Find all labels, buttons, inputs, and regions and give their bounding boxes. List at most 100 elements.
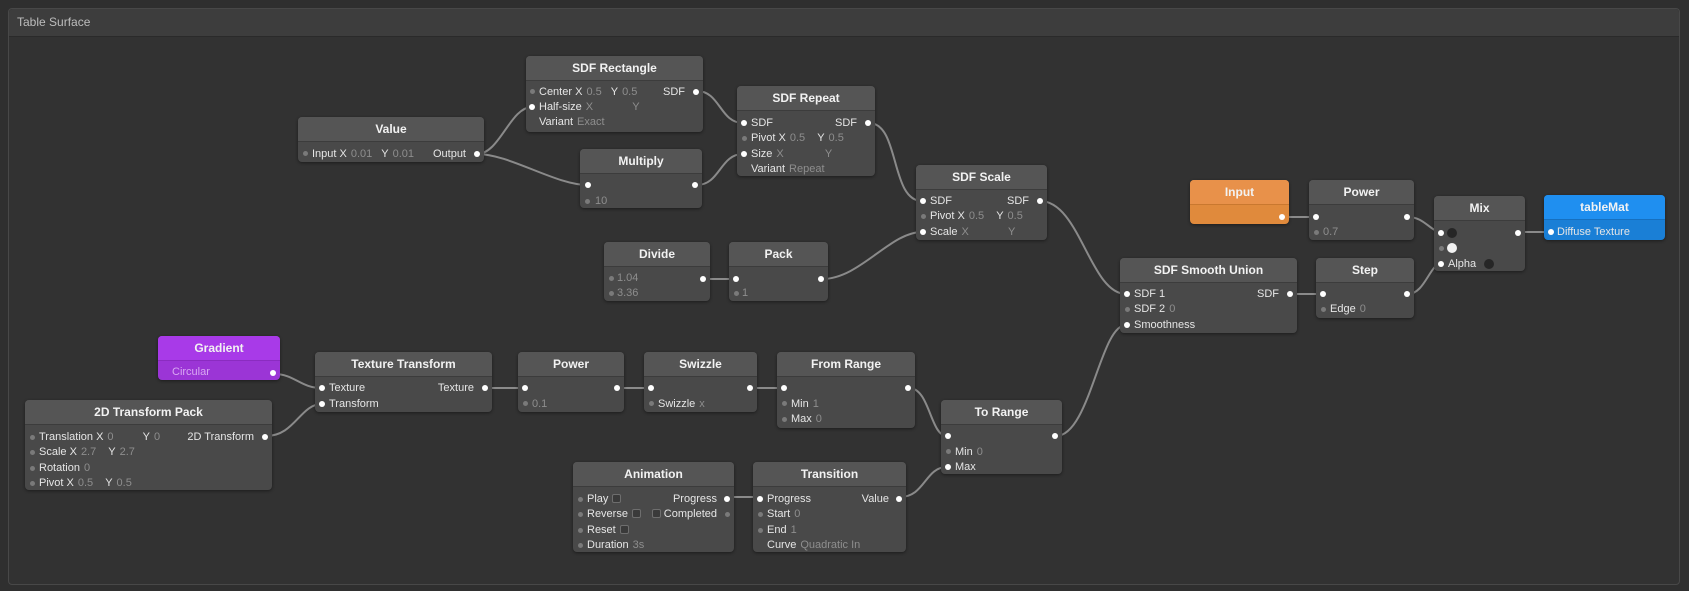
output-port-value[interactable] [896,496,902,502]
input-port-a[interactable] [1438,230,1444,236]
output-port[interactable] [1404,214,1410,220]
divide-node[interactable]: Divide 1.04 3.36 [604,242,710,301]
input-port-reverse[interactable] [578,512,583,517]
input-port[interactable] [781,385,787,391]
input-port-pivot[interactable] [30,481,35,486]
multiplier-value[interactable]: 10 [595,195,608,207]
input-port-play[interactable] [578,497,583,502]
output-port[interactable] [474,151,480,157]
input-port-transform[interactable] [319,401,325,407]
input-port-max[interactable] [945,464,951,470]
exponent-value[interactable]: 0.1 [532,398,548,410]
input-port-base[interactable] [1313,214,1319,220]
input-port-b[interactable] [609,291,614,296]
gradient-node[interactable]: Gradient Circular [158,336,280,380]
input-port-progress[interactable] [757,496,763,502]
reverse-checkbox[interactable] [631,509,641,518]
input-port[interactable] [945,433,951,439]
input-port-start[interactable] [758,512,763,517]
input-port-exponent[interactable] [1314,230,1319,235]
output-port[interactable] [614,385,620,391]
output-port[interactable] [818,276,824,282]
input-port-half-size[interactable] [529,104,535,110]
input-port-pivot[interactable] [921,214,926,219]
output-port[interactable] [262,434,268,440]
output-port-sdf[interactable] [1037,198,1043,204]
output-port[interactable] [1279,214,1285,220]
input-port-duration[interactable] [578,543,583,548]
output-port[interactable] [1515,230,1521,236]
input-port-b[interactable] [734,291,739,296]
texture-transform-node[interactable]: Texture Transform Texture Texture Transf… [315,352,492,412]
input-port-end[interactable] [758,528,763,533]
input-port-alpha[interactable] [1438,261,1444,267]
gradient-type[interactable]: Circular [172,366,210,378]
alpha-swatch[interactable] [1484,259,1494,269]
output-port-texture[interactable] [482,385,488,391]
output-port[interactable] [692,182,698,188]
input-port[interactable] [648,385,654,391]
input-port-sdf[interactable] [741,120,747,126]
input-port-a[interactable] [733,276,739,282]
input-port-swizzle[interactable] [649,401,654,406]
color-swatch-a[interactable] [1447,228,1457,238]
output-port-completed[interactable] [725,512,730,517]
color-swatch-b[interactable] [1447,243,1457,253]
input-port-scale[interactable] [920,229,926,235]
pack-value[interactable]: 1 [742,287,749,299]
input-port-translation[interactable] [30,435,35,440]
input-port-reset[interactable] [578,528,583,533]
mix-node[interactable]: Mix Alpha [1434,196,1525,271]
input-port-size[interactable] [741,151,747,157]
output-port[interactable] [270,370,276,376]
input-port-max[interactable] [782,417,787,422]
output-port-progress[interactable] [724,496,730,502]
input-port-a[interactable] [609,276,614,281]
input-port-diffuse[interactable] [1548,229,1554,235]
input-port-b[interactable] [585,199,590,204]
input-port-exponent[interactable] [523,401,528,406]
pack-node[interactable]: Pack 1 [729,242,828,301]
output-port-sdf[interactable] [1287,291,1293,297]
output-port[interactable] [1052,433,1058,439]
input-port-pivot[interactable] [742,136,747,141]
input-port-value[interactable] [1320,291,1326,297]
input-node[interactable]: Input [1190,180,1289,224]
input-port-b[interactable] [1439,246,1444,251]
power-node-top[interactable]: Power 0.7 [1309,180,1414,240]
input-port-a[interactable] [585,182,591,188]
input-port-edge[interactable] [1321,307,1326,312]
input-port-sdf[interactable] [920,198,926,204]
output-port-sdf[interactable] [865,120,871,126]
input-port-min[interactable] [782,401,787,406]
output-port[interactable] [747,385,753,391]
dividend-value[interactable]: 1.04 [617,272,639,284]
animation-node[interactable]: Animation Play Progress Reverse Complete… [573,462,734,552]
multiply-node[interactable]: Multiply 10 [580,149,702,208]
input-port-min[interactable] [946,449,951,454]
input-port-texture[interactable] [319,385,325,391]
input-port-sdf2[interactable] [1125,307,1130,312]
output-port[interactable] [1404,291,1410,297]
divisor-value[interactable]: 3.36 [617,287,639,299]
material-output-node[interactable]: tableMat Diffuse Texture [1544,195,1665,240]
input-port-sdf1[interactable] [1124,291,1130,297]
reset-checkbox[interactable] [619,525,629,534]
play-checkbox[interactable] [612,494,622,503]
power-node-mid[interactable]: Power 0.1 [518,352,624,412]
output-port-sdf[interactable] [693,89,699,95]
input-port-smoothness[interactable] [1124,322,1130,328]
